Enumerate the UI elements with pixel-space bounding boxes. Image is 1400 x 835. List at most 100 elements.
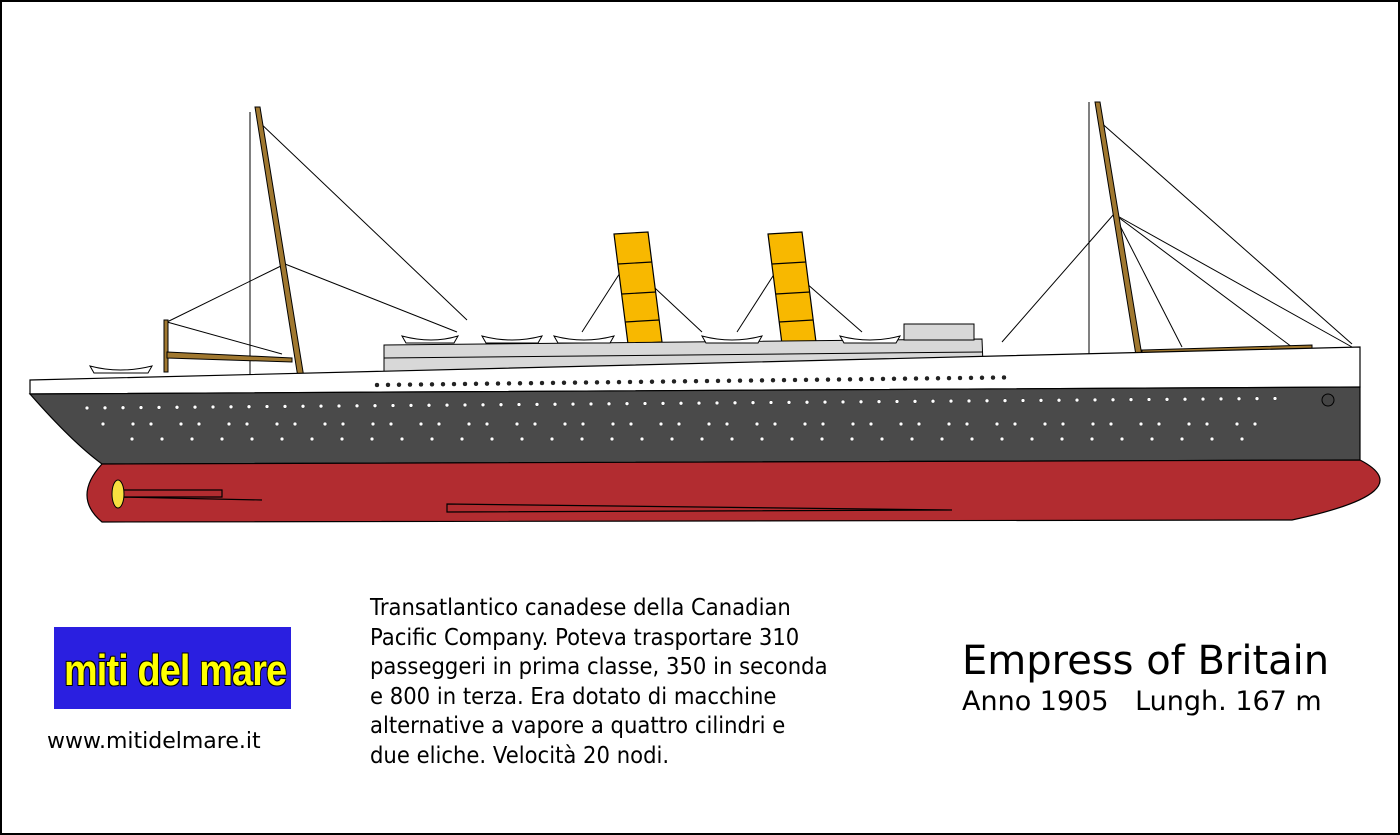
porthole — [1239, 436, 1245, 442]
porthole — [964, 421, 970, 427]
porthole — [354, 403, 360, 409]
description-line: passeggeri in prima classe, 350 in secon… — [370, 654, 828, 680]
porthole — [594, 380, 600, 385]
porthole — [858, 399, 864, 405]
porthole — [946, 375, 952, 381]
porthole — [138, 405, 144, 410]
porthole — [484, 381, 490, 386]
porthole — [671, 379, 677, 384]
porthole — [1186, 421, 1192, 427]
porthole — [407, 382, 413, 387]
ship-name: Empress of Britain — [962, 638, 1330, 684]
porthole — [1002, 398, 1008, 403]
porthole — [1182, 396, 1188, 402]
description-line: e 800 in terza. Era dotato di macchine — [370, 683, 777, 710]
porthole — [178, 421, 184, 427]
porthole — [639, 436, 645, 442]
porthole — [957, 375, 963, 381]
porthole — [102, 405, 108, 411]
porthole — [322, 421, 328, 427]
porthole — [1204, 421, 1210, 427]
porthole — [704, 378, 710, 384]
porthole — [459, 436, 465, 442]
porthole — [244, 421, 250, 427]
porthole — [539, 380, 545, 386]
porthole — [174, 405, 180, 410]
porthole — [210, 404, 216, 410]
porthole — [627, 379, 633, 385]
porthole — [902, 376, 908, 381]
porthole — [849, 436, 855, 442]
porthole — [156, 405, 162, 410]
porthole — [1209, 436, 1215, 442]
porthole — [840, 399, 846, 405]
porthole — [693, 378, 699, 384]
miti-del-mare-logo[interactable]: miti del mare — [54, 627, 291, 709]
porthole — [429, 436, 435, 442]
porthole — [219, 436, 225, 442]
ship-specs: Anno 1905 Lungh. 167 m — [962, 686, 1340, 717]
porthole — [642, 401, 648, 406]
porthole — [552, 402, 558, 407]
porthole — [309, 436, 315, 442]
website-link[interactable]: www.mitidelmare.it — [47, 729, 261, 754]
ship-year: Anno 1905 — [962, 686, 1109, 717]
porthole — [1128, 397, 1134, 402]
porthole — [279, 436, 285, 442]
porthole — [1149, 436, 1155, 442]
porthole — [189, 436, 195, 442]
porthole — [484, 421, 490, 427]
porthole — [388, 421, 394, 427]
porthole — [129, 436, 135, 442]
ship-description: Transatlantico canadese della Canadian P… — [370, 594, 904, 771]
porthole — [444, 402, 450, 408]
porthole — [924, 376, 930, 381]
porthole — [572, 380, 578, 385]
porthole — [624, 401, 630, 406]
porthole — [292, 421, 298, 427]
porthole — [396, 382, 402, 387]
porthole — [549, 436, 555, 442]
porthole — [399, 436, 405, 442]
porthole — [1029, 436, 1035, 442]
porthole — [249, 436, 255, 442]
porthole — [1272, 396, 1278, 401]
porthole — [804, 399, 810, 405]
porthole — [706, 421, 712, 427]
porthole — [528, 380, 534, 386]
porthole — [498, 402, 504, 407]
porthole — [192, 404, 198, 410]
porthole — [226, 421, 232, 427]
porthole — [814, 377, 820, 382]
porthole — [130, 421, 136, 427]
porthole — [610, 421, 616, 427]
porthole — [336, 403, 342, 409]
ship-illustration — [28, 101, 1381, 523]
porthole — [583, 380, 589, 385]
porthole — [966, 398, 972, 404]
ship-length: Lungh. 167 m — [1135, 686, 1322, 717]
porthole — [1218, 396, 1224, 402]
porthole — [516, 402, 522, 407]
porthole — [649, 379, 655, 384]
porthole — [1074, 397, 1080, 403]
porthole — [84, 405, 90, 411]
porthole — [418, 382, 424, 387]
porthole — [682, 379, 688, 384]
porthole — [660, 401, 666, 406]
porthole — [638, 379, 644, 385]
porthole — [820, 421, 826, 427]
porthole — [418, 421, 424, 427]
porthole — [726, 378, 732, 384]
porthole — [517, 381, 523, 386]
porthole — [836, 377, 842, 382]
porthole — [1020, 398, 1026, 403]
porthole — [676, 421, 682, 427]
description-line: Transatlantico canadese della Canadian — [370, 595, 791, 621]
porthole — [868, 421, 874, 427]
porthole — [729, 436, 735, 442]
description-line: due eliche. Velocità 20 nodi. — [370, 742, 670, 769]
porthole — [819, 436, 825, 442]
porthole — [1060, 421, 1066, 427]
